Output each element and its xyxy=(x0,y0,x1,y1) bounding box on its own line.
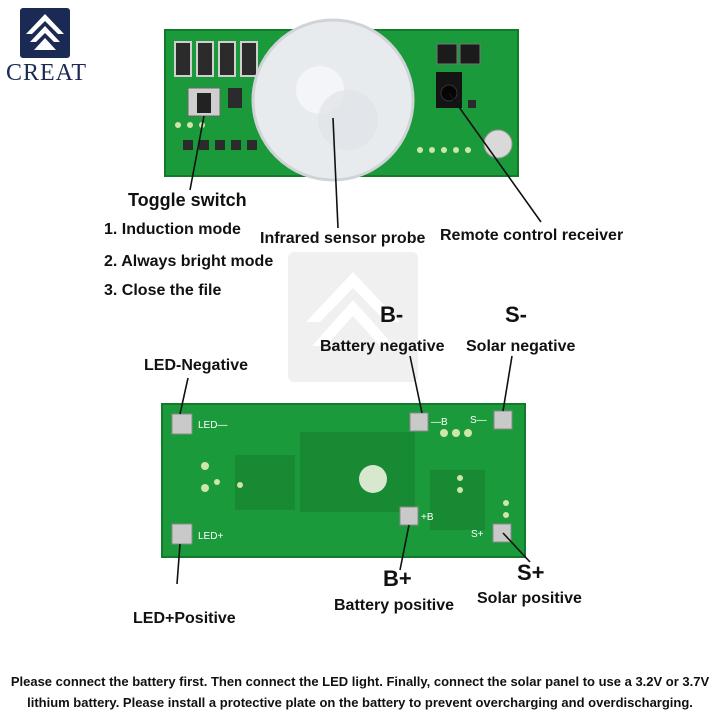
brand-name: CREAT xyxy=(6,60,88,86)
top-pcb-board xyxy=(164,18,519,182)
terminal-b-minus: B- xyxy=(380,302,404,327)
logo-mark-icon xyxy=(26,14,64,50)
mode-item-2: 2. Always bright mode xyxy=(104,253,274,270)
label-led-negative: LED-Negative xyxy=(144,357,249,374)
terminal-s-minus: S- xyxy=(505,302,527,327)
footer-line-1: Please connect the battery first. Then c… xyxy=(10,674,710,689)
terminal-b-plus: B+ xyxy=(383,566,412,591)
silk-led-minus: LED— xyxy=(198,420,227,431)
label-battery-negative: Battery negative xyxy=(320,338,445,355)
silk-s-plus: S+ xyxy=(471,529,484,540)
label-solar-positive: Solar positive xyxy=(477,590,582,607)
label-toggle-switch: Toggle switch xyxy=(128,190,247,210)
silk-s-minus: S— xyxy=(470,415,487,426)
watermark xyxy=(288,252,418,382)
mode-item-1: 1. Induction mode xyxy=(104,221,241,238)
silk-b-plus: +B xyxy=(421,512,434,523)
silk-led-plus: LED+ xyxy=(198,531,223,542)
bottom-pcb-board: LED— LED+ —B S— +B S+ xyxy=(161,403,526,558)
footer-line-2: lithium battery. Please install a protec… xyxy=(27,695,693,710)
label-led-positive: LED+Positive xyxy=(133,610,236,627)
label-infrared-probe: Infrared sensor probe xyxy=(260,230,426,247)
label-battery-positive: Battery positive xyxy=(334,597,455,614)
terminal-s-plus: S+ xyxy=(517,560,545,585)
mode-item-3: 3. Close the file xyxy=(104,282,222,299)
label-remote-receiver: Remote control receiver xyxy=(440,227,624,244)
silk-b-minus: —B xyxy=(431,417,448,428)
label-solar-negative: Solar negative xyxy=(466,338,576,355)
brand-logo xyxy=(20,8,70,58)
